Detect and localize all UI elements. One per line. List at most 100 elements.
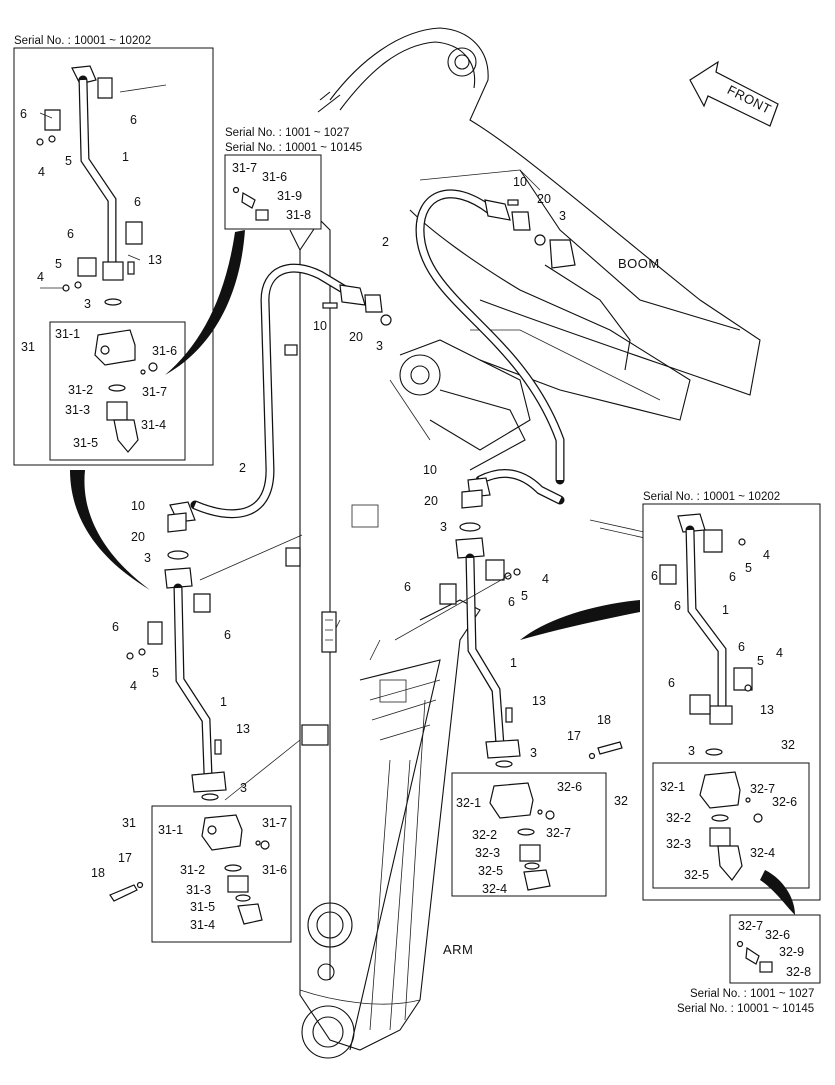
callout: 10 — [131, 499, 145, 513]
callout: 32-3 — [666, 837, 691, 851]
callout: 31 — [21, 340, 35, 354]
serial-top-left: Serial No. : 10001 ~ 10202 — [14, 35, 151, 47]
callout: 31-7 — [142, 385, 167, 399]
callout: 32-1 — [456, 796, 481, 810]
callout: 32-2 — [666, 811, 691, 825]
callout: 31-1 — [158, 823, 183, 837]
callout: 1 — [122, 150, 129, 164]
hose-2 — [190, 189, 565, 519]
callout: 13 — [148, 253, 162, 267]
callout: 6 — [738, 640, 745, 654]
arm-label: ARM — [443, 942, 473, 957]
inset-top-left — [13, 47, 214, 466]
callout: 18 — [91, 866, 105, 880]
serial-bottom-b: Serial No. : 10001 ~ 10145 — [677, 1003, 814, 1015]
callout: 32-8 — [786, 965, 811, 979]
callout: 6 — [508, 595, 515, 609]
callout: 6 — [20, 107, 27, 121]
callout: 20 — [349, 330, 363, 344]
leader-lines — [199, 379, 511, 801]
callout: 3 — [688, 744, 695, 758]
callout-arrow-right — [520, 600, 640, 640]
callout: 32-5 — [684, 868, 709, 882]
serial-bottom-a: Serial No. : 1001 ~ 1027 — [690, 988, 814, 1000]
callout: 2 — [239, 461, 246, 475]
callout: 13 — [760, 703, 774, 717]
callout: 32-7 — [750, 782, 775, 796]
callout: 31-5 — [190, 900, 215, 914]
callout-arrow-middle — [165, 230, 245, 375]
callout: 1 — [510, 656, 517, 670]
middle-right-assembly — [439, 477, 623, 897]
serial-labels: Serial No. : 10001 ~ 10202 Serial No. : … — [14, 35, 814, 1015]
callout: 13 — [532, 694, 546, 708]
callout: 5 — [152, 666, 159, 680]
callout: 31-4 — [190, 918, 215, 932]
arm-structure — [284, 219, 481, 1059]
callout: 6 — [130, 113, 137, 127]
callout: 20 — [131, 530, 145, 544]
callout: 4 — [130, 679, 137, 693]
callout: 5 — [745, 561, 752, 575]
callout-arrow-bottom-right — [760, 870, 795, 915]
callout: 6 — [112, 620, 119, 634]
serial-middle-a: Serial No. : 1001 ~ 1027 — [225, 127, 349, 139]
callout: 6 — [224, 628, 231, 642]
callout: 6 — [134, 195, 141, 209]
callout: 20 — [424, 494, 438, 508]
serial-right: Serial No. : 10001 ~ 10202 — [643, 491, 780, 503]
callout: 31-4 — [141, 418, 166, 432]
callout: 1 — [722, 603, 729, 617]
callout: 32-7 — [738, 919, 763, 933]
callout: 31-2 — [68, 383, 93, 397]
callout: 31-5 — [73, 436, 98, 450]
callout: 18 — [597, 713, 611, 727]
callout: 4 — [542, 572, 549, 586]
callout: 4 — [763, 548, 770, 562]
callout: 6 — [674, 599, 681, 613]
callout: 31-3 — [186, 883, 211, 897]
callout: 10 — [423, 463, 437, 477]
callout-arrow-left — [70, 470, 150, 590]
callout: 3 — [144, 551, 151, 565]
callout: 32 — [781, 738, 795, 752]
callout: 20 — [537, 192, 551, 206]
callout: 6 — [668, 676, 675, 690]
callout: 32-9 — [779, 945, 804, 959]
serial-middle-b: Serial No. : 10001 ~ 10145 — [225, 142, 362, 154]
callout: 31-9 — [277, 189, 302, 203]
callout: 4 — [38, 165, 45, 179]
callout: 5 — [65, 154, 72, 168]
callout: 32-4 — [482, 882, 507, 896]
callout: 32-6 — [557, 780, 582, 794]
callout: 3 — [530, 746, 537, 760]
callout: 17 — [118, 851, 132, 865]
callout: 2 — [382, 235, 389, 249]
callout: 32-5 — [478, 864, 503, 878]
callout: 31 — [122, 816, 136, 830]
callout: 3 — [440, 520, 447, 534]
callout: 5 — [55, 257, 62, 271]
callout: 4 — [776, 646, 783, 660]
callout: 6 — [729, 570, 736, 584]
inset-bottom-right — [729, 914, 821, 984]
callout: 31-3 — [65, 403, 90, 417]
callout: 5 — [757, 654, 764, 668]
callout: 32-2 — [472, 828, 497, 842]
front-arrow-icon — [689, 60, 779, 127]
callout: 31-8 — [286, 208, 311, 222]
boom-structure — [317, 27, 761, 549]
callout: 10 — [313, 319, 327, 333]
callout: 31-1 — [55, 327, 80, 341]
callout: 32-4 — [750, 846, 775, 860]
boom-label: BOOM — [618, 256, 660, 271]
callout: 5 — [521, 589, 528, 603]
callout: 17 — [567, 729, 581, 743]
callout: 13 — [236, 722, 250, 736]
callout: 3 — [84, 297, 91, 311]
callout: 31-6 — [152, 344, 177, 358]
callout: 32-3 — [475, 846, 500, 860]
boom-fittings — [322, 199, 576, 326]
lower-left-assembly — [109, 501, 292, 943]
